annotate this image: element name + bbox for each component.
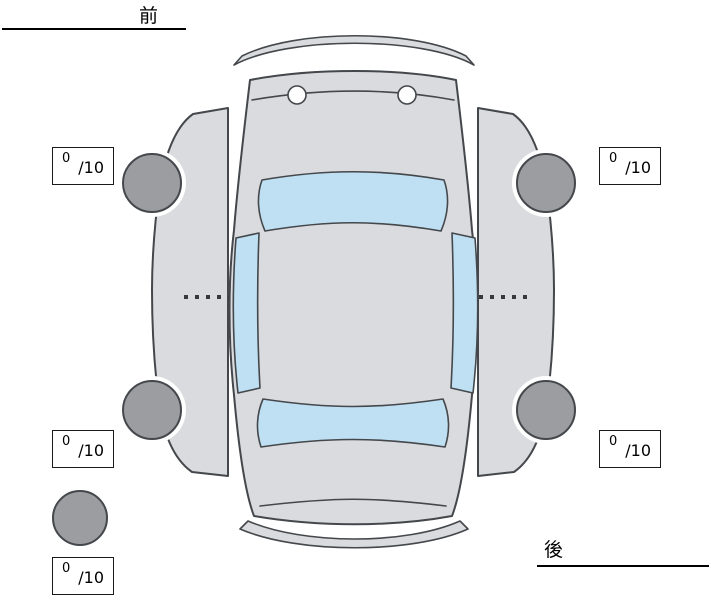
hood-circle-left bbox=[287, 85, 307, 105]
score-value: 0 bbox=[62, 561, 71, 576]
rear-underline bbox=[537, 565, 709, 567]
score-max: /10 bbox=[625, 441, 652, 460]
trunk-line bbox=[259, 498, 447, 507]
score-box-rear-left: 0 /10 bbox=[52, 430, 114, 468]
left-side-window bbox=[232, 232, 261, 394]
score-max: /10 bbox=[625, 158, 652, 177]
front-windshield bbox=[257, 170, 449, 232]
score-value: 0 bbox=[62, 434, 71, 449]
score-value: 0 bbox=[609, 151, 618, 166]
score-value: 0 bbox=[609, 434, 618, 449]
bumper-line bbox=[251, 90, 455, 101]
tire-rear-right bbox=[516, 380, 576, 440]
tire-front-left bbox=[122, 153, 182, 213]
score-box-rear-right: 0 /10 bbox=[599, 430, 661, 468]
score-box-front-left: 0 /10 bbox=[52, 147, 114, 185]
score-max: /10 bbox=[78, 568, 105, 587]
score-value: 0 bbox=[62, 151, 71, 166]
score-max: /10 bbox=[78, 158, 105, 177]
score-box-spare: 0 /10 bbox=[52, 557, 114, 595]
rear-bumper-strip bbox=[239, 520, 469, 549]
score-max: /10 bbox=[78, 441, 105, 460]
score-box-front-right: 0 /10 bbox=[599, 147, 661, 185]
front-bumper-strip bbox=[233, 34, 475, 66]
front-label: 前 bbox=[139, 5, 159, 27]
spare-tire bbox=[52, 490, 108, 546]
tire-front-right bbox=[516, 153, 576, 213]
tire-rear-left bbox=[122, 380, 182, 440]
rear-label: 後 bbox=[544, 539, 564, 561]
right-side-window bbox=[450, 232, 479, 394]
car-center-body bbox=[228, 70, 478, 526]
front-underline bbox=[2, 28, 186, 30]
hood-circle-right bbox=[397, 85, 417, 105]
rear-windshield bbox=[256, 398, 450, 448]
